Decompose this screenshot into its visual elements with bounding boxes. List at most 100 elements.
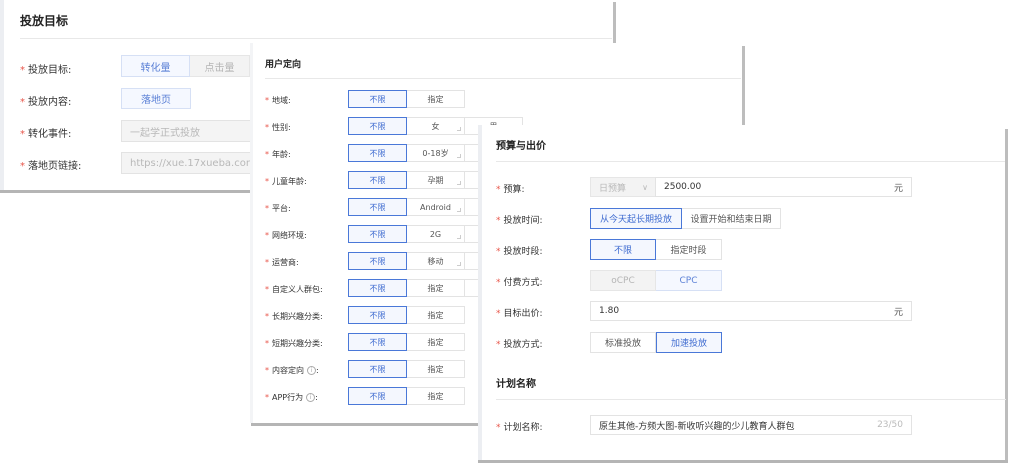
option-female[interactable]: 女: [407, 117, 465, 135]
option-cpc[interactable]: CPC: [656, 270, 722, 291]
panel-left-edge: [250, 43, 253, 423]
char-counter: 23/50: [877, 420, 903, 430]
option-specify[interactable]: 指定: [407, 360, 465, 378]
long-term-interest-selector: 不限 指定: [348, 306, 465, 324]
info-icon[interactable]: i: [306, 393, 316, 402]
target-bid-input[interactable]: 1.80 元: [590, 301, 912, 321]
field-label-delivery-period: *投放时段:: [496, 247, 543, 257]
section-title-delivery-target: 投放目标: [20, 14, 69, 28]
field-label-target-bid: *目标出价:: [496, 309, 543, 319]
field-label-target: *投放目标:: [20, 65, 72, 76]
field-label-budget: *预算:: [496, 185, 525, 195]
option-unlimited[interactable]: 不限: [348, 144, 407, 162]
content-targeting-selector: 不限 指定: [348, 360, 465, 378]
option-pregnancy[interactable]: 孕期: [407, 171, 465, 189]
delivery-mode-selector: 标准投放 加速投放: [590, 332, 722, 353]
option-specify[interactable]: 指定: [407, 279, 465, 297]
resize-corner-icon: [457, 127, 461, 131]
option-unlimited[interactable]: 不限: [348, 117, 407, 135]
option-clicks[interactable]: 点击量: [190, 55, 250, 77]
field-label-conversion-event: *转化事件:: [20, 129, 72, 140]
region-selector: 不限 指定: [348, 90, 465, 108]
option-unlimited[interactable]: 不限: [348, 387, 407, 405]
landing-url-input[interactable]: https://xue.17xueba.com/m: [121, 152, 251, 174]
option-set-dates[interactable]: 设置开始和结束日期: [682, 208, 781, 229]
plan-name-input[interactable]: 原生其他-方频大图-新收听兴趣的少儿教育人群包 23/50: [590, 415, 912, 435]
resize-corner-icon: [457, 181, 461, 185]
option-unlimited[interactable]: 不限: [348, 306, 407, 324]
field-label-payment: *付费方式:: [496, 278, 543, 288]
panel2-bottom-edge: [251, 423, 479, 426]
field-label-gender: *性别:: [265, 123, 291, 132]
option-unlimited[interactable]: 不限: [348, 252, 407, 270]
short-term-interest-selector: 不限 指定: [348, 333, 465, 351]
option-specify[interactable]: 指定: [407, 333, 465, 351]
resize-corner-icon: [457, 154, 461, 158]
option-mobile[interactable]: 移动: [407, 252, 465, 270]
content-selector: 落地页: [121, 88, 191, 109]
option-android[interactable]: Android: [407, 198, 465, 216]
option-standard[interactable]: 标准投放: [590, 332, 656, 353]
budget-type-select[interactable]: 日预算 ∨: [590, 177, 656, 197]
delivery-period-selector: 不限 指定时段: [590, 239, 722, 260]
app-behavior-selector: 不限 指定: [348, 387, 465, 405]
field-label-landing-url: *落地页链接:: [20, 161, 82, 172]
panel1-bottom-edge: [0, 190, 250, 193]
option-landing-page[interactable]: 落地页: [121, 88, 191, 109]
field-label-child-age: *儿童年龄:: [265, 177, 307, 186]
chevron-down-icon: ∨: [642, 182, 648, 192]
option-unlimited[interactable]: 不限: [348, 225, 407, 243]
option-conversions[interactable]: 转化量: [121, 55, 190, 77]
field-label-custom-audience: *自定义人群包:: [265, 285, 323, 294]
panel-left-edge: [478, 125, 482, 461]
option-unlimited[interactable]: 不限: [348, 279, 407, 297]
currency-unit: 元: [893, 183, 903, 194]
field-label-carrier: *运营商:: [265, 258, 299, 267]
option-unlimited[interactable]: 不限: [348, 360, 407, 378]
budget-input[interactable]: 2500.00 元: [655, 177, 912, 197]
field-label-content: *投放内容:: [20, 97, 72, 108]
option-long-term[interactable]: 从今天起长期投放: [590, 208, 682, 229]
field-label-age: *年龄:: [265, 150, 291, 159]
option-specify-period[interactable]: 指定时段: [656, 239, 722, 260]
divider: [20, 38, 612, 39]
section-title-budget-bid: 预算与出价: [496, 141, 546, 152]
field-label-platform: *平台:: [265, 204, 291, 213]
divider: [496, 399, 1006, 400]
divider: [265, 78, 741, 79]
panel-right-edge: [1005, 129, 1008, 461]
field-label-short-term-interest: *短期兴趣分类:: [265, 339, 323, 348]
panel-right-edge: [742, 46, 745, 126]
field-label-delivery-time: *投放时间:: [496, 216, 543, 226]
info-icon[interactable]: i: [307, 366, 316, 375]
currency-unit: 元: [893, 307, 903, 318]
option-unlimited[interactable]: 不限: [348, 198, 407, 216]
panel-right-edge: [613, 2, 616, 43]
panel-budget-bid: 预算与出价 *预算: 日预算 ∨ 2500.00 元 *投放时间: 从今天起长期…: [478, 125, 1008, 461]
field-label-network: *网络环境:: [265, 231, 307, 240]
option-unlimited[interactable]: 不限: [348, 171, 407, 189]
conversion-event-input[interactable]: 一起学正式投放: [121, 120, 251, 142]
option-unlimited[interactable]: 不限: [590, 239, 656, 260]
option-2g[interactable]: 2G: [407, 225, 465, 243]
target-selector: 转化量 点击量: [121, 55, 250, 77]
section-title-user-targeting: 用户定向: [265, 60, 302, 70]
option-specify[interactable]: 指定: [407, 90, 465, 108]
option-accelerated[interactable]: 加速投放: [656, 332, 722, 353]
option-unlimited[interactable]: 不限: [348, 90, 407, 108]
delivery-time-selector: 从今天起长期投放 设置开始和结束日期: [590, 208, 781, 229]
payment-selector: oCPC CPC: [590, 270, 722, 291]
panel3-bottom-edge: [478, 460, 1008, 463]
field-label-long-term-interest: *长期兴趣分类:: [265, 312, 323, 321]
option-unlimited[interactable]: 不限: [348, 333, 407, 351]
option-ocpc[interactable]: oCPC: [590, 270, 656, 291]
option-specify[interactable]: 指定: [407, 387, 465, 405]
field-label-delivery-mode: *投放方式:: [496, 340, 543, 350]
field-label-plan-name: *计划名称:: [496, 423, 543, 433]
option-age-0-18[interactable]: 0-18岁: [407, 144, 465, 162]
field-label-region: *地域:: [265, 96, 291, 105]
option-specify[interactable]: 指定: [407, 306, 465, 324]
panel-left-edge: [0, 0, 4, 190]
section-title-plan-name: 计划名称: [496, 379, 536, 390]
